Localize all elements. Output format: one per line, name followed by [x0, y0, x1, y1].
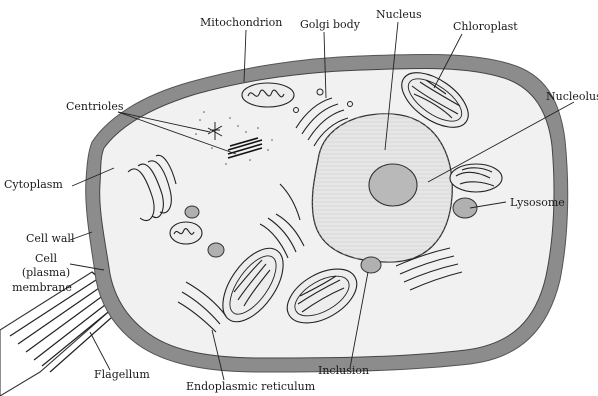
label-golgi-body: Golgi body — [300, 18, 361, 31]
inclusion-3 — [185, 206, 199, 218]
label-inclusion: Inclusion — [318, 364, 369, 377]
chloroplast-right — [450, 164, 502, 192]
label-lysosome: Lysosome — [510, 196, 565, 209]
nucleolus — [369, 164, 417, 206]
nucleus — [312, 114, 452, 262]
label-chloroplast: Chloroplast — [453, 20, 518, 33]
lysosome — [453, 198, 477, 218]
label-nucleolus: Nucleolus — [546, 90, 598, 103]
inclusion-2 — [208, 243, 224, 257]
label-mitochondrion: Mitochondrion — [200, 16, 282, 29]
label-cell-wall: Cell wall — [26, 232, 75, 245]
label-nucleus: Nucleus — [376, 8, 422, 21]
mitochondrion-top — [242, 83, 294, 107]
inclusion — [361, 257, 381, 273]
label-cytoplasm: Cytoplasm — [4, 178, 63, 191]
label-cell-membrane-2: (plasma) — [22, 266, 70, 279]
label-centrioles: Centrioles — [66, 100, 124, 113]
label-flagellum: Flagellum — [94, 368, 150, 381]
label-endoplasmic-reticulum: Endoplasmic reticulum — [186, 380, 316, 393]
label-cell-membrane-1: Cell — [35, 252, 57, 265]
label-cell-membrane-3: membrane — [12, 281, 72, 294]
mitochondrion-left — [170, 222, 202, 244]
